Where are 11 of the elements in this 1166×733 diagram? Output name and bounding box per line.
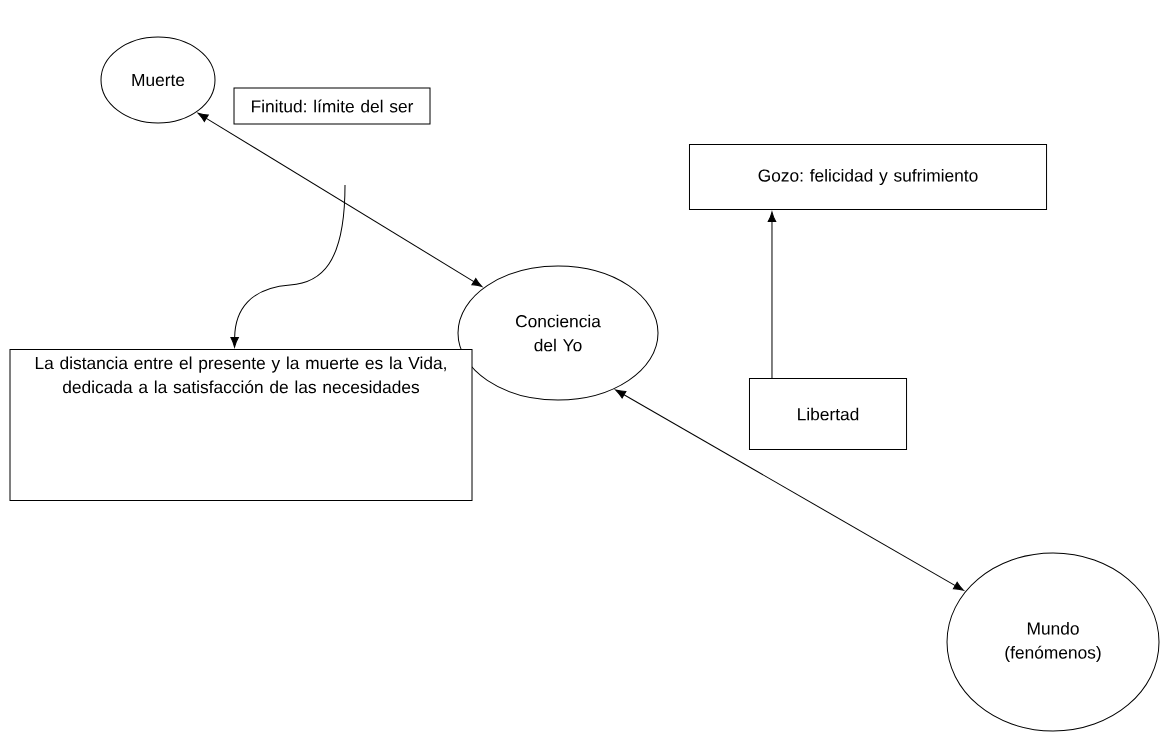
text-box: La distancia entre el presente y la muerte es la Vida, dedicada a la satisfacción de las necesidades xyxy=(9,349,473,501)
text-box: Gozo: felicidad y sufrimiento xyxy=(689,143,1048,211)
arrow xyxy=(615,389,964,591)
curved-arrow xyxy=(230,184,346,348)
text-box: Libertad xyxy=(749,378,908,450)
arrow xyxy=(767,211,777,379)
oval-node: Muerte xyxy=(100,36,216,124)
text-box: Finitud: límite del ser xyxy=(233,87,431,125)
arrow xyxy=(197,112,483,288)
oval-node: Mundo (fenómenos) xyxy=(946,552,1160,732)
oval-node: Conciencia del Yo xyxy=(457,265,659,401)
